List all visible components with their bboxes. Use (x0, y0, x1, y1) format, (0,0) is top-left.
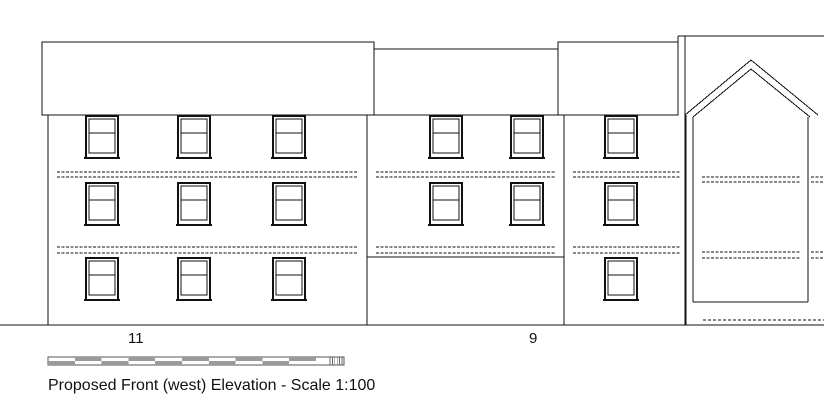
window-casement (607, 118, 635, 154)
walls (0, 115, 824, 326)
window-frame (272, 257, 306, 301)
window-casement (432, 185, 460, 221)
window-frame (85, 182, 119, 226)
roof-right (557, 41, 679, 116)
window-frame (272, 182, 306, 226)
window (84, 115, 120, 160)
window (509, 182, 545, 227)
window-frame (604, 115, 638, 159)
roof-middle (373, 48, 559, 116)
window-casement (513, 118, 541, 154)
window (603, 115, 639, 160)
scale-bar-segment (101, 361, 129, 365)
scale-bar-segment (262, 361, 290, 365)
window (84, 257, 120, 302)
scale-bar-segment (74, 357, 102, 361)
window (84, 182, 120, 227)
window-casement (180, 118, 208, 154)
window-casement (275, 185, 303, 221)
window (176, 257, 212, 302)
windows (84, 115, 639, 302)
floor-bands (57, 171, 824, 259)
unit-label-9: 9 (529, 330, 538, 347)
window-frame (604, 257, 638, 301)
window-frame (177, 115, 211, 159)
gable-inner (692, 68, 811, 118)
scale-bar-segment (182, 357, 209, 361)
window-casement (513, 185, 541, 221)
window (509, 115, 545, 160)
scale-bar-segment (128, 357, 156, 361)
window-casement (607, 185, 635, 221)
window-casement (88, 118, 116, 154)
window-casement (432, 118, 460, 154)
window-frame (604, 182, 638, 226)
roofs (41, 35, 824, 325)
scale-bar-segment (48, 361, 75, 365)
window (176, 115, 212, 160)
unit-label-11: 11 (128, 330, 144, 347)
drawing-caption: Proposed Front (west) Elevation - Scale … (48, 377, 376, 394)
window (176, 182, 212, 227)
scale-bar (47, 356, 345, 366)
window (603, 257, 639, 302)
window-frame (177, 182, 211, 226)
window (271, 115, 307, 160)
window-frame (85, 115, 119, 159)
window-frame (510, 115, 544, 159)
scale-bar-segment (235, 357, 263, 361)
window-casement (275, 118, 303, 154)
scale-bar-segment (289, 357, 316, 361)
window-casement (180, 260, 208, 296)
window-casement (607, 260, 635, 296)
scale-bar-segment (208, 361, 236, 365)
window-frame (177, 257, 211, 301)
window-frame (429, 115, 463, 159)
window-casement (180, 185, 208, 221)
window (271, 257, 307, 302)
window (428, 115, 464, 160)
window-casement (88, 260, 116, 296)
window-frame (85, 257, 119, 301)
window-frame (272, 115, 306, 159)
window-frame (510, 182, 544, 226)
scale-bar-segment (155, 361, 182, 365)
window (603, 182, 639, 227)
window-casement (88, 185, 116, 221)
window (428, 182, 464, 227)
window-frame (429, 182, 463, 226)
roof-left (41, 41, 375, 116)
gable-outer (684, 59, 819, 116)
window-casement (275, 260, 303, 296)
window (271, 182, 307, 227)
